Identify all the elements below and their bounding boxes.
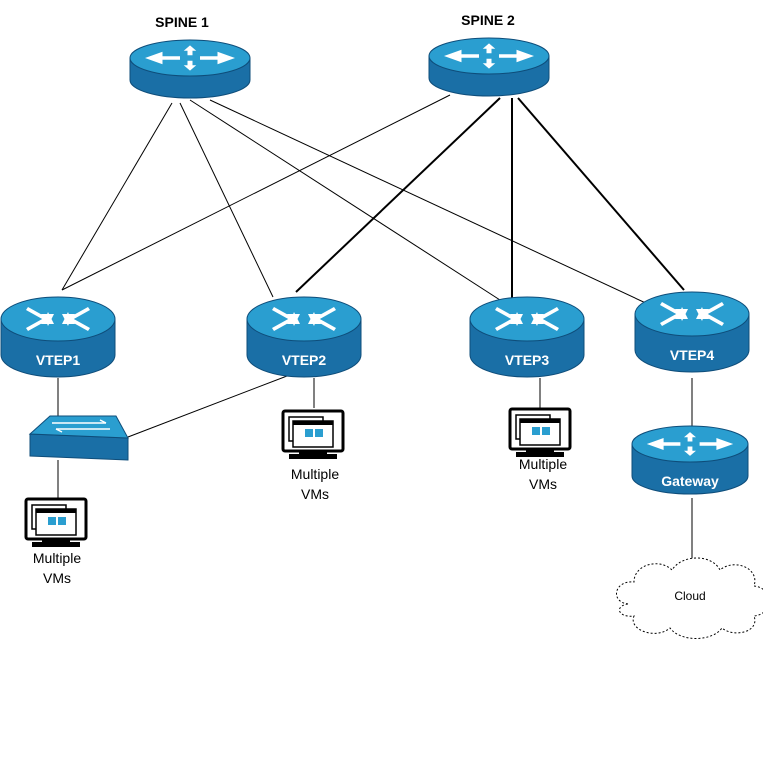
router-icon: [0, 296, 116, 378]
link-spine2-vtep1: [61, 94, 451, 291]
gateway[interactable]: Gateway: [631, 425, 749, 495]
vm-group-3-label-line1: Multiple: [519, 456, 567, 472]
vtep-1[interactable]: VTEP1: [0, 296, 116, 378]
vtep-2[interactable]: VTEP2: [246, 296, 362, 378]
spine-1[interactable]: [129, 39, 251, 99]
spine-2[interactable]: [428, 37, 550, 97]
router-icon: [634, 291, 750, 373]
link-spine1-vtep1: [61, 102, 173, 291]
layer2-switch-icon: [28, 415, 129, 461]
monitor-vm-icon: [508, 407, 572, 459]
vm-group-2-label-line1: Multiple: [291, 466, 339, 482]
gateway-label: Gateway: [661, 473, 719, 489]
link-spine1-vtep4: [209, 99, 651, 306]
vm-group-2[interactable]: [281, 409, 345, 461]
spine-1-label: SPINE 1: [155, 14, 209, 30]
vm-group-3-label-line2: VMs: [529, 476, 557, 492]
router-icon: [129, 39, 251, 99]
vm-group-3[interactable]: [508, 407, 572, 459]
router-icon: [246, 296, 362, 378]
link-switch-vtep2: [127, 370, 301, 438]
link-spine2-vtep4: [517, 97, 685, 291]
monitor-vm-icon: [24, 497, 88, 549]
cloud-label: Cloud: [674, 589, 705, 603]
link-spine2-vtep2: [295, 97, 501, 293]
link-spine1-vtep2: [179, 102, 274, 298]
link-spine1-vtep3: [189, 99, 501, 301]
router-icon: [631, 425, 749, 495]
monitor-vm-icon: [281, 409, 345, 461]
vtep-2-label: VTEP2: [282, 352, 327, 368]
vm-group-2-label-line2: VMs: [301, 486, 329, 502]
router-icon: [428, 37, 550, 97]
vtep-4-label: VTEP4: [670, 347, 715, 363]
access-links: [57, 370, 693, 570]
vm-group-1-label-line2: VMs: [43, 570, 71, 586]
spine-2-label: SPINE 2: [461, 12, 515, 28]
router-icon: [469, 296, 585, 378]
vtep-3-label: VTEP3: [505, 352, 550, 368]
links-layer: [61, 94, 685, 306]
vtep-4[interactable]: VTEP4: [634, 291, 750, 373]
vm-group-1-label-line1: Multiple: [33, 550, 81, 566]
vtep-1-label: VTEP1: [36, 352, 81, 368]
access-switch[interactable]: [28, 415, 129, 461]
vtep-3[interactable]: VTEP3: [469, 296, 585, 378]
cloud-icon: [616, 557, 763, 639]
vm-group-1[interactable]: [24, 497, 88, 549]
cloud[interactable]: Cloud: [616, 557, 763, 639]
